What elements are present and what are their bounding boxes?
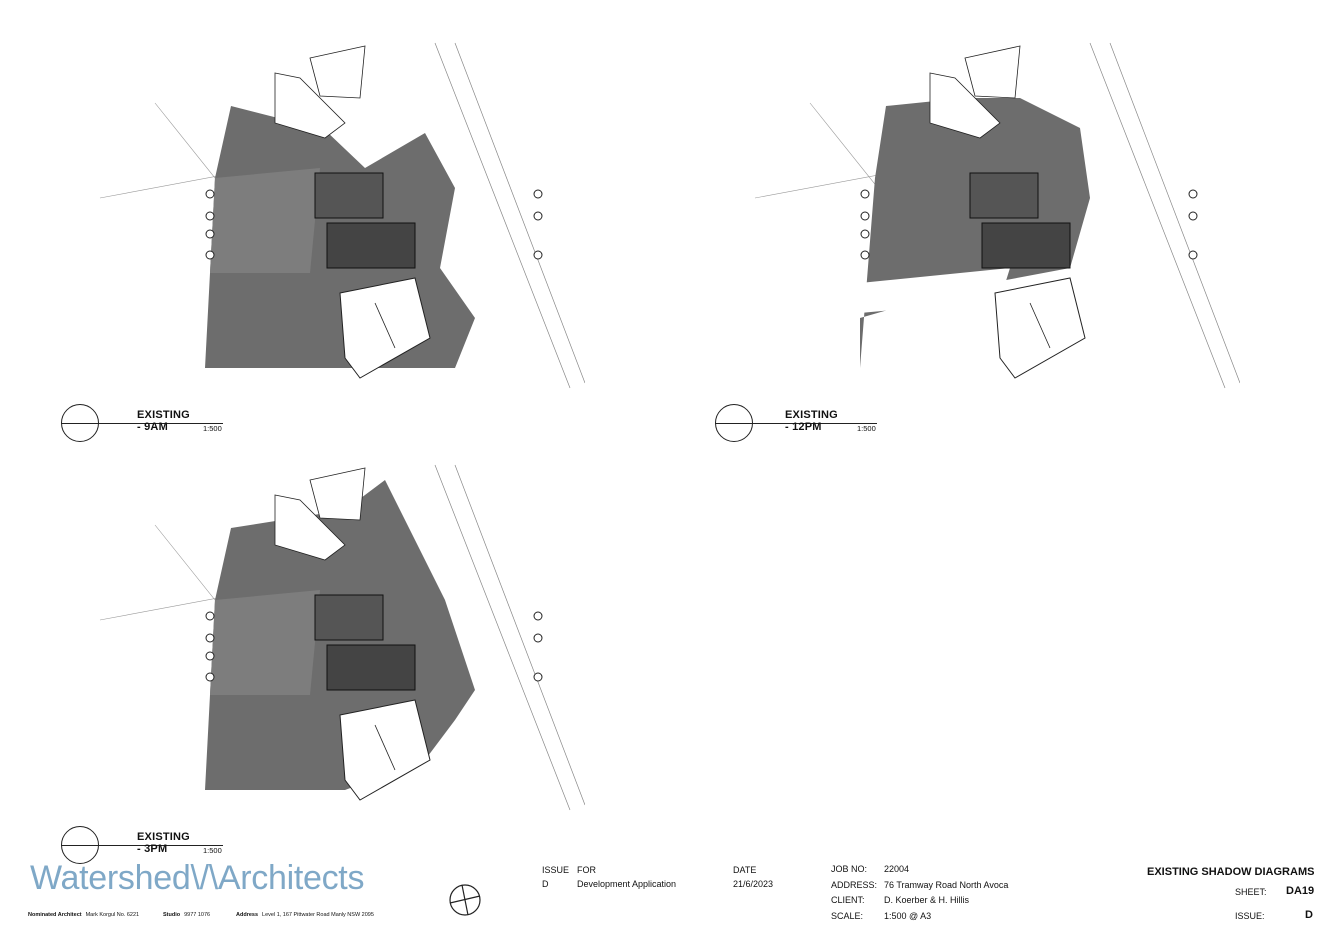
scale-value: 1:500 @ A3 (884, 911, 932, 921)
job-no-label: JOB NO: (831, 864, 868, 874)
issue-label: ISSUE: (1235, 911, 1265, 921)
site-plan-drawing (754, 42, 1240, 389)
sheet-number: DA19 (1286, 885, 1315, 897)
site-plan-12pm (750, 38, 1240, 393)
client-value: D. Koerber & H. Hillis (884, 895, 970, 905)
date-value: 21/6/2023 (733, 879, 774, 889)
site-plan-3pm (95, 460, 585, 815)
address-value: 76 Tramway Road North Avoca (884, 880, 1009, 890)
scale-label: SCALE: (831, 911, 864, 921)
job-no-value: 22004 (884, 864, 910, 874)
credit-architect-label: Nominated Architect (28, 912, 82, 918)
for-header: FOR (577, 865, 596, 875)
firm-logo: Watershed\/\Architects (30, 859, 365, 897)
credit-address-label: Address (236, 912, 259, 918)
credit-studio-value: 9977 1076 (184, 912, 211, 918)
credit-architect-value: Mark Korgul No. 6221 (85, 912, 140, 918)
view-scale: 1:500 (203, 846, 222, 855)
date-header: DATE (733, 865, 757, 875)
existing-house (314, 172, 384, 219)
north-arrow-icon (448, 883, 482, 922)
view-scale: 1:500 (203, 424, 222, 433)
view-name: EXISTING - 3PM (137, 831, 190, 855)
client-label: CLIENT: (831, 895, 865, 905)
view-name: EXISTING - 12PM (785, 409, 838, 433)
view-name: EXISTING - 9AM (137, 409, 190, 433)
credit-address-value: Level 1, 167 Pittwater Road Manly NSW 20… (262, 912, 374, 918)
sheet-title: EXISTING SHADOW DIAGRAMS (1147, 866, 1315, 878)
address-label: ADDRESS: (831, 880, 878, 890)
existing-house (314, 594, 384, 641)
site-plan-drawing (99, 42, 585, 389)
site-plan-drawing (99, 464, 585, 811)
issue-header: ISSUE (542, 865, 570, 875)
issue-letter: D (1305, 909, 1313, 921)
credit-studio-label: Studio (163, 912, 181, 918)
issue-value: D (542, 879, 549, 889)
view-scale: 1:500 (857, 424, 876, 433)
existing-house (969, 172, 1039, 219)
sheet-label: SHEET: (1235, 887, 1267, 897)
for-value: Development Application (577, 879, 677, 889)
site-plan-9am (95, 38, 585, 393)
